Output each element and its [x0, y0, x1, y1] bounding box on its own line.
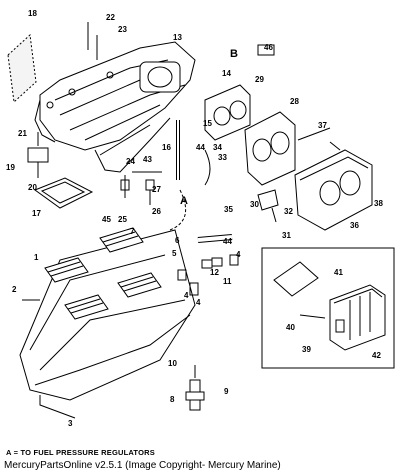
callout-1: 1	[34, 253, 39, 262]
callout-16: 16	[162, 143, 171, 152]
copyright-text: MercuryPartsOnline v2.5.1 (Image Copyrig…	[4, 460, 281, 471]
callout-41: 41	[334, 268, 343, 277]
callout-37: 37	[318, 121, 327, 130]
callout-24: 24	[126, 157, 135, 166]
callout-20: 20	[28, 183, 37, 192]
fuel-line-a	[169, 189, 187, 231]
callout-14: 14	[222, 69, 231, 78]
callout-31: 31	[282, 231, 291, 240]
bracket-30	[257, 189, 279, 211]
callout-27: 27	[152, 185, 161, 194]
callout-28: 28	[290, 97, 299, 106]
gasket-18	[7, 33, 37, 104]
plenum-assembly	[34, 41, 196, 173]
callout-21: 21	[18, 129, 27, 138]
callout-9: 9	[224, 387, 229, 396]
callout-8: 8	[170, 395, 175, 404]
part-46	[257, 44, 275, 56]
callout-33: 33	[218, 153, 227, 162]
callout-4a: 4	[236, 250, 241, 259]
stud-37	[297, 127, 331, 141]
callout-26: 26	[152, 207, 161, 216]
screw-31	[271, 207, 277, 223]
callout-46: 46	[264, 43, 273, 52]
view-letter-b: B	[230, 48, 238, 60]
footer-note: A = TO FUEL PRESSURE REGULATORS	[6, 448, 155, 457]
callout-30: 30	[250, 200, 259, 209]
callout-7: 7	[130, 227, 135, 236]
callout-12: 12	[210, 268, 219, 277]
callout-25: 25	[118, 215, 127, 224]
callout-13: 13	[173, 33, 182, 42]
callout-39: 39	[302, 345, 311, 354]
inset-view-b	[261, 247, 395, 369]
callout-18: 18	[28, 9, 37, 18]
callout-3: 3	[68, 419, 73, 428]
silencer-36	[294, 141, 373, 231]
callout-15: 15	[203, 119, 212, 128]
callout-40: 40	[286, 323, 295, 332]
sensor-19	[27, 147, 49, 178]
callout-11: 11	[223, 277, 232, 286]
callout-35: 35	[224, 205, 233, 214]
callout-36: 36	[350, 221, 359, 230]
callout-10: 10	[168, 359, 177, 368]
leader-3	[39, 395, 76, 419]
callout-2: 2	[12, 285, 17, 294]
callout-17: 17	[32, 209, 41, 218]
line-34	[204, 149, 211, 186]
view-letter-a: A	[180, 195, 188, 207]
callout-5: 5	[172, 249, 177, 258]
fittings-4-12	[177, 254, 239, 296]
fitting-group	[120, 171, 162, 205]
lower-manifold-3	[19, 229, 196, 401]
callout-32: 32	[284, 207, 293, 216]
callout-42: 42	[372, 351, 381, 360]
callout-labels: 18 22 23 13 46 14 29 28 15 37 21 16 43 4…	[6, 9, 383, 428]
callout-45: 45	[102, 215, 111, 224]
callout-43: 43	[143, 155, 152, 164]
callout-44b: 44	[223, 237, 232, 246]
callout-29: 29	[255, 75, 264, 84]
callout-38: 38	[374, 199, 383, 208]
callout-22: 22	[106, 13, 115, 22]
callout-4b: 4	[196, 298, 201, 307]
reed-block-1	[44, 227, 162, 320]
callout-44a: 44	[196, 143, 205, 152]
callout-19: 19	[6, 163, 15, 172]
fuel-injector-8	[185, 365, 205, 411]
callout-34: 34	[213, 143, 222, 152]
callout-6: 6	[175, 236, 180, 245]
callout-4c: 4	[184, 291, 189, 300]
gasket-17	[33, 177, 94, 209]
throttle-adapter-29	[204, 84, 251, 141]
callout-23: 23	[118, 25, 127, 34]
flame-arrestor-28	[244, 111, 296, 186]
